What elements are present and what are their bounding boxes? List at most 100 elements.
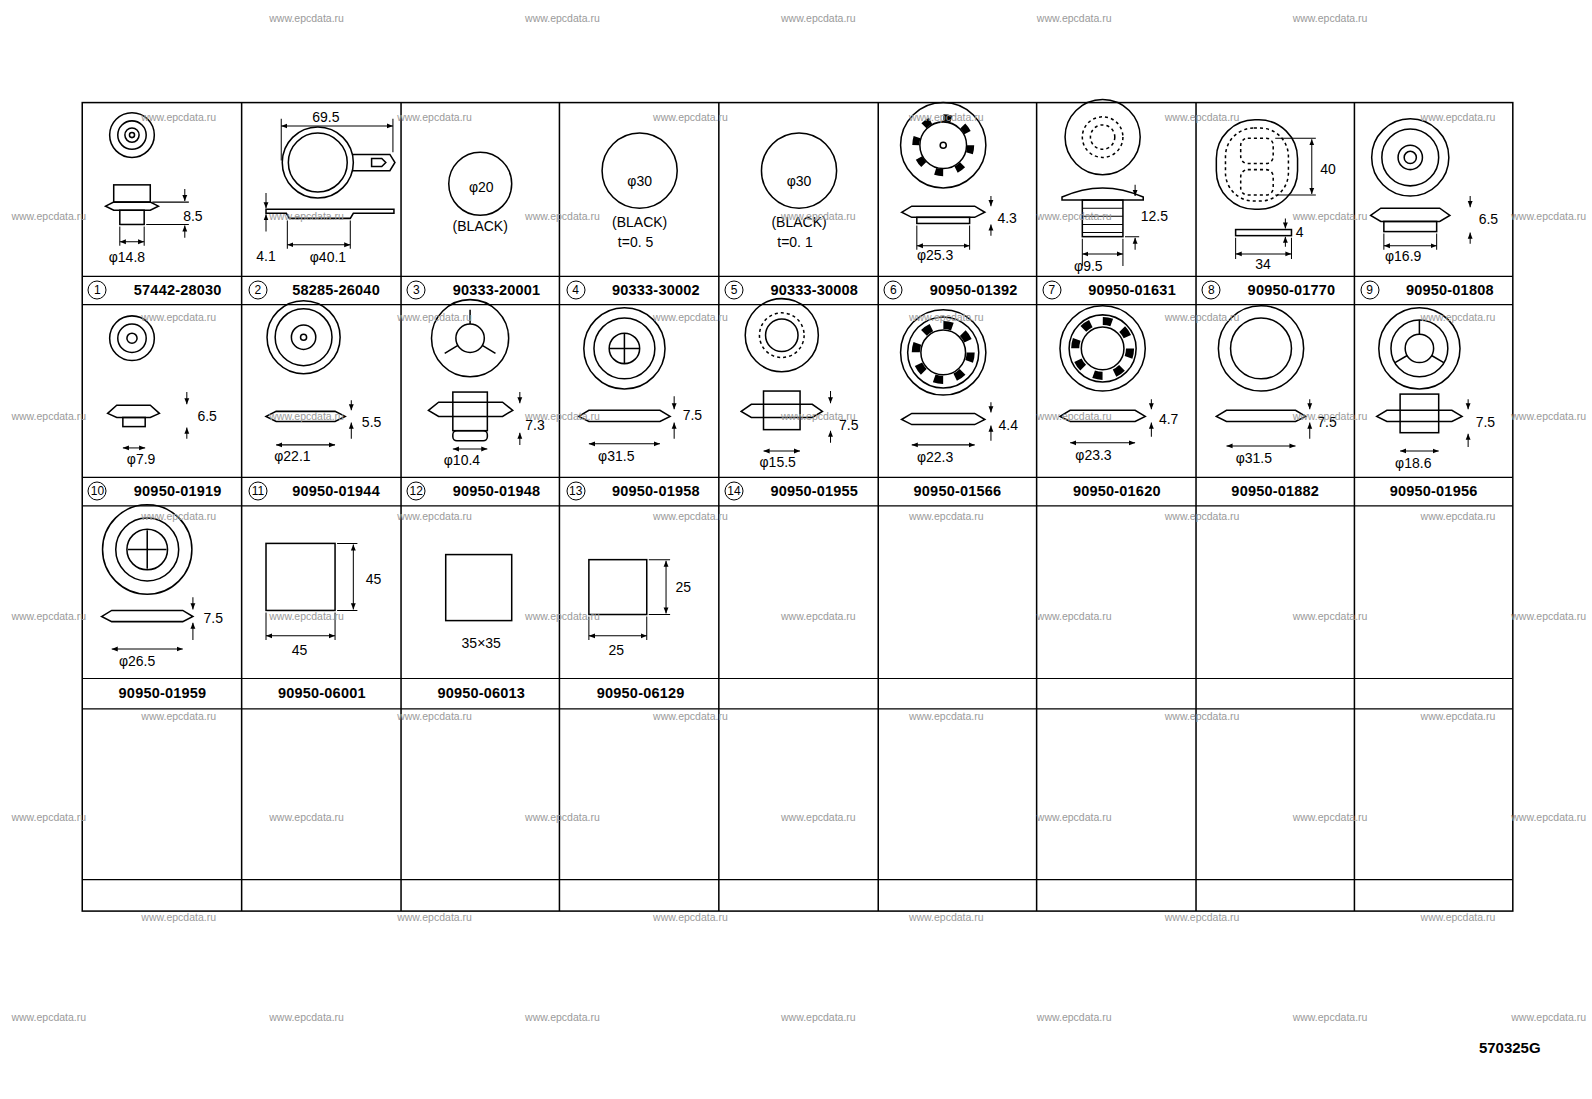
callout-number: 9	[1360, 281, 1379, 300]
dimension: φ22.1	[274, 449, 310, 463]
callout-number: 3	[407, 281, 426, 300]
dimension: 4.1	[256, 249, 275, 263]
watermark: www.epcdata.ru	[141, 912, 216, 923]
watermark: www.epcdata.ru	[397, 112, 472, 123]
part-cell: 45 45 90950-06001	[242, 506, 401, 709]
watermark: www.epcdata.ru	[397, 912, 472, 923]
part-number: 90950-06129	[597, 686, 685, 701]
watermark: www.epcdata.ru	[781, 1012, 856, 1023]
dimension: 45	[292, 643, 308, 657]
watermark: www.epcdata.ru	[1165, 511, 1240, 522]
callout-number: 7	[1042, 281, 1061, 300]
dimension: φ40.1	[310, 250, 346, 264]
part-number: 90950-06001	[278, 686, 366, 701]
watermark: www.epcdata.ru	[1037, 211, 1112, 222]
part-cell: 7.5φ31.51390950-01958	[559, 305, 718, 506]
watermark: www.epcdata.ru	[269, 211, 344, 222]
part-number: 90950-01944	[292, 484, 380, 499]
dimension: φ18.6	[1395, 456, 1431, 470]
part-number: 90950-01956	[1390, 484, 1478, 499]
watermark: www.epcdata.ru	[653, 912, 728, 923]
part-number: 90333-30002	[612, 283, 700, 298]
watermark: www.epcdata.ru	[781, 611, 856, 622]
callout-number: 12	[407, 482, 426, 501]
part-number: 90950-01808	[1406, 283, 1494, 298]
dimension: 25	[675, 580, 691, 594]
dimension: φ16.9	[1385, 249, 1421, 263]
dimension: 45	[366, 572, 382, 586]
watermark: www.epcdata.ru	[11, 812, 86, 823]
part-number: 90950-01955	[770, 484, 858, 499]
watermark: www.epcdata.ru	[397, 711, 472, 722]
watermark: www.epcdata.ru	[525, 812, 600, 823]
dimension: 6.5	[1479, 212, 1498, 226]
callout-number: 2	[248, 281, 267, 300]
part-number: 90950-01919	[134, 484, 222, 499]
watermark: www.epcdata.ru	[525, 211, 600, 222]
dimension: φ30	[627, 174, 652, 188]
dimension: 25	[608, 643, 624, 657]
part-number: 90950-01620	[1073, 484, 1161, 499]
dimension: 8.5	[183, 209, 202, 223]
part-number: 90950-06013	[437, 686, 525, 701]
dimension: φ26.5	[119, 654, 155, 668]
dimension: 7.5	[1476, 415, 1495, 429]
watermark: www.epcdata.ru	[909, 312, 984, 323]
part-cell: 40434890950-01770	[1196, 103, 1354, 305]
watermark: www.epcdata.ru	[269, 13, 344, 24]
watermark: www.epcdata.ru	[141, 511, 216, 522]
dimension: φ23.3	[1075, 448, 1111, 462]
watermark: www.epcdata.ru	[269, 1012, 344, 1023]
part-cell: 4.7φ23.390950-01620	[1037, 305, 1196, 506]
watermark: www.epcdata.ru	[525, 611, 600, 622]
dimension: φ15.5	[760, 455, 796, 469]
dimension: φ31.5	[1236, 451, 1272, 465]
watermark: www.epcdata.ru	[1511, 211, 1586, 222]
watermark: www.epcdata.ru	[1421, 511, 1496, 522]
part-number: 90950-01882	[1231, 484, 1319, 499]
watermark: www.epcdata.ru	[397, 511, 472, 522]
part-cell: 6.5 φ16.9 9 90950-01808	[1354, 103, 1512, 305]
part-cell: 5.5φ22.11190950-01944	[242, 305, 401, 506]
watermark: www.epcdata.ru	[653, 112, 728, 123]
part-cell: 69.54.1φ40.1258285-26040	[242, 103, 401, 305]
dimension: φ22.3	[917, 450, 953, 464]
watermark: www.epcdata.ru	[11, 1012, 86, 1023]
dimension: φ10.4	[444, 453, 480, 467]
watermark: www.epcdata.ru	[653, 511, 728, 522]
watermark: www.epcdata.ru	[1511, 1012, 1586, 1023]
callout-number: 10	[88, 482, 107, 501]
part-cell: 25 25 90950-06129	[559, 506, 718, 709]
dimension: t=0. 1	[777, 235, 812, 249]
dimension: t=0. 5	[618, 235, 653, 249]
watermark: www.epcdata.ru	[781, 13, 856, 24]
dimension: 7.5	[683, 408, 702, 422]
dimension: 34	[1255, 257, 1271, 271]
watermark: www.epcdata.ru	[1293, 13, 1368, 24]
dimension: φ20	[469, 180, 494, 194]
part-number: 57442-28030	[134, 283, 222, 298]
watermark: www.epcdata.ru	[525, 411, 600, 422]
watermark: www.epcdata.ru	[1511, 611, 1586, 622]
dimension: 4	[1296, 225, 1304, 239]
table-grid	[82, 103, 1513, 912]
watermark: www.epcdata.ru	[781, 411, 856, 422]
watermark: www.epcdata.ru	[1293, 1012, 1368, 1023]
part-number: 90950-01958	[612, 484, 700, 499]
part-cell: 7.3φ10.41290950-01948	[401, 305, 559, 506]
watermark: www.epcdata.ru	[653, 312, 728, 323]
dimension: φ14.8	[109, 250, 145, 264]
watermark: www.epcdata.ru	[11, 611, 86, 622]
part-cell: 35×35 90950-06013	[401, 506, 559, 709]
watermark: www.epcdata.ru	[909, 912, 984, 923]
dimension: φ7.9	[127, 452, 156, 466]
watermark: www.epcdata.ru	[1037, 812, 1112, 823]
dimension: φ30	[787, 174, 812, 188]
watermark: www.epcdata.ru	[1165, 112, 1240, 123]
dimension: 4.3	[997, 211, 1016, 225]
dimension: 35×35	[462, 636, 501, 650]
watermark: www.epcdata.ru	[909, 711, 984, 722]
part-number: 90333-20001	[453, 283, 541, 298]
